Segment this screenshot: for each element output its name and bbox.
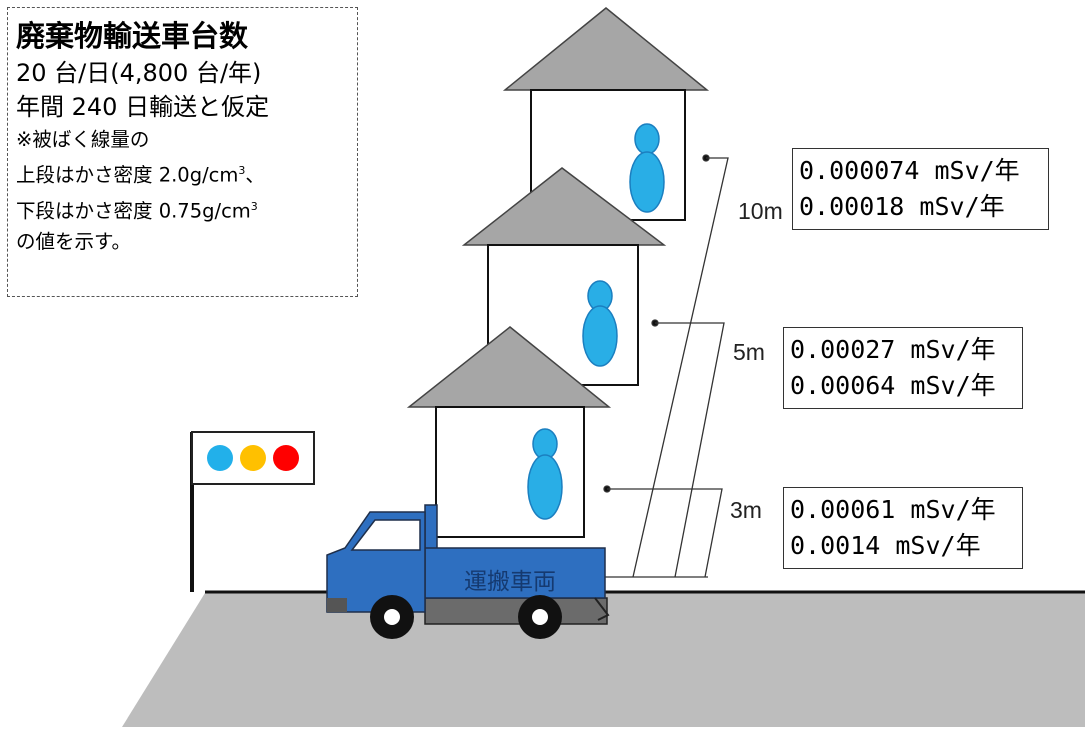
truck-wheel-front [370,595,414,639]
dose-upper: 0.00027 mSv/年 [790,335,996,364]
signal-light-yellow [240,445,266,471]
dose-lower: 0.00018 mSv/年 [799,192,1005,221]
distance-label-3m: 3m [730,497,762,523]
note-assumption: 年間 240 日輸送と仮定 [16,93,270,121]
dose-upper: 0.00061 mSv/年 [790,495,996,524]
dose-box-3m: 0.00061 mSv/年 0.0014 mSv/年 [783,487,1023,569]
truck-label: 運搬車両 [464,569,556,595]
distance-label-10m: 10m [738,198,783,224]
note-upper-density: 上段はかさ密度 2.0g/cm3、 [16,163,265,187]
info-note: 廃棄物輸送車台数 20 台/日(4,800 台/年) 年間 240 日輸送と仮定… [7,7,358,297]
traffic-signal [190,431,315,592]
note-closing: の値を示す。 [16,230,132,253]
distance-lines [603,154,729,578]
signal-light-red [273,445,299,471]
truck [326,504,610,639]
person-icon [629,123,665,213]
note-vehicle-count: 20 台/日(4,800 台/年) [16,59,262,87]
person-icon [527,428,563,520]
dose-upper: 0.000074 mSv/年 [799,156,1020,185]
note-dose-heading: ※被ばく線量の [16,128,150,151]
house-5m [461,167,667,386]
house-3m [406,326,612,538]
ground [122,593,1085,727]
truck-wheel-rear [518,595,562,639]
dose-box-10m: 0.000074 mSv/年 0.00018 mSv/年 [792,148,1049,230]
note-lower-density: 下段はかさ密度 0.75g/cm3 [16,199,258,222]
distance-label-5m: 5m [733,339,765,365]
person-icon [582,280,618,367]
dose-lower: 0.0014 mSv/年 [790,531,981,560]
signal-light-blue [207,445,233,471]
dose-box-5m: 0.00027 mSv/年 0.00064 mSv/年 [783,327,1023,409]
house-roof [502,7,710,91]
dose-lower: 0.00064 mSv/年 [790,371,996,400]
note-title: 廃棄物輸送車台数 [16,19,249,53]
